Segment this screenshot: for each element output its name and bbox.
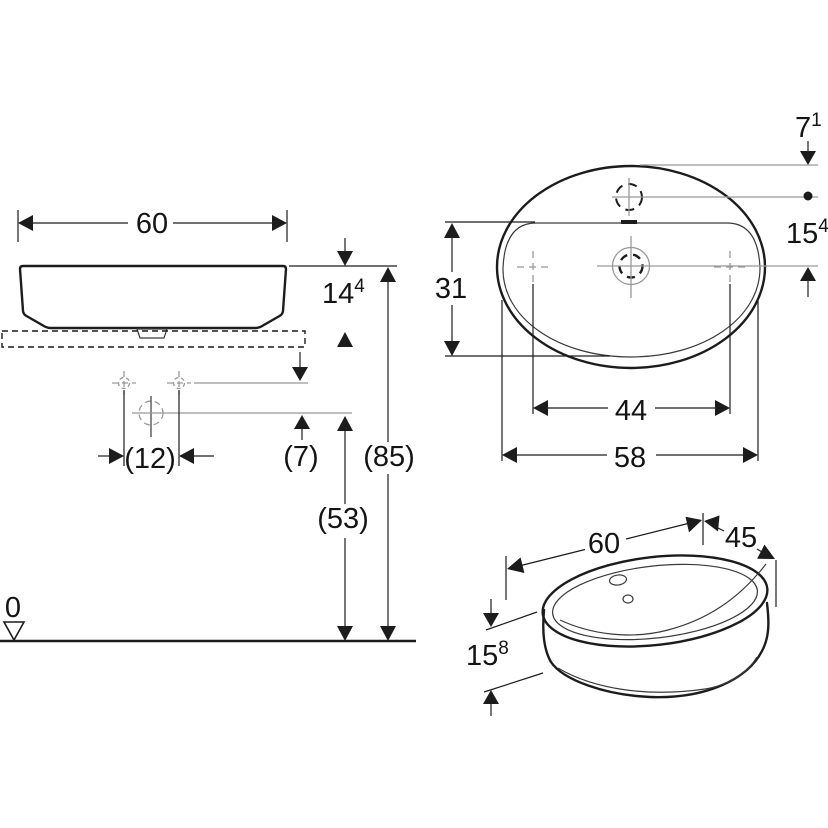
dim-basin-height: 144 <box>289 238 397 347</box>
arrow-down-icon <box>800 151 816 165</box>
arrow-left-icon <box>18 215 33 231</box>
dim-outlet-height: (53) <box>317 416 369 641</box>
basin-3d <box>541 554 770 699</box>
arrow-right-icon <box>272 215 287 231</box>
dim-tap-to-axis: 154 <box>786 216 828 297</box>
arrow-right-icon <box>715 400 730 416</box>
dim-plan-width: 58 <box>502 442 758 474</box>
arrow-up-icon <box>337 416 353 431</box>
datum-zero-label: 0 <box>5 592 21 624</box>
dim-label-side-hole-spacing: 44 <box>615 395 647 427</box>
waste-drain <box>611 236 651 298</box>
fixing-hole-circle-icon <box>117 376 131 390</box>
arrow-down-icon <box>337 251 353 266</box>
dim-label-basin-height: 144 <box>322 276 365 310</box>
arrow-down-icon <box>483 613 499 627</box>
dim-iso-width: 60 <box>505 513 704 600</box>
arrow-down-icon <box>444 341 460 356</box>
installation-elevation: (12) (7) (85) (53) 0 <box>0 267 416 643</box>
dim-label-iso-depth: 45 <box>725 522 757 554</box>
basin-3d-body <box>542 601 770 699</box>
dim-rear-to-tap: 71 <box>597 110 822 267</box>
basin-3d-interior-sweep <box>559 563 767 636</box>
dim-label-tap-to-axis: 154 <box>786 216 828 250</box>
front-view: 60 144 <box>1 208 397 348</box>
drain-outlet <box>136 328 168 339</box>
plan-view: 31 44 58 71 <box>435 110 828 474</box>
dim-iso-depth: 45 <box>704 515 777 607</box>
arrow-down-icon <box>292 367 308 381</box>
basin-inner-rim <box>502 222 761 358</box>
dim-bowl-depth: 31 <box>435 221 610 357</box>
dim-rim-height: (85) <box>363 267 415 641</box>
dim-label-front-width: 60 <box>136 208 168 240</box>
dim-label-hole-offset: (7) <box>283 441 318 473</box>
iso-view: 60 45 158 <box>466 513 777 716</box>
dim-hole-offset: (7) <box>283 352 319 473</box>
arrow-down-icon <box>380 626 396 641</box>
dim-label-iso-height: 158 <box>466 638 509 672</box>
arrow-right-icon <box>109 448 124 464</box>
tap-hole-3d-icon <box>608 574 628 586</box>
side-hole-right <box>714 251 746 283</box>
arrow-right-icon <box>685 516 702 533</box>
dim-label-iso-width: 60 <box>588 528 620 560</box>
arrow-up-icon <box>800 267 816 281</box>
arrow-upleft-icon <box>704 515 720 532</box>
arrow-right-icon <box>743 447 758 463</box>
arrow-left-icon <box>533 400 548 416</box>
arrow-up-icon <box>380 267 396 282</box>
basin-3d-foot-line <box>557 656 758 693</box>
dim-front-width: 60 <box>17 208 288 242</box>
dim-label-outlet-height: (53) <box>317 503 369 535</box>
arrow-up-icon <box>294 415 310 429</box>
side-hole-left <box>517 251 549 283</box>
datum-zero: 0 <box>2 592 26 642</box>
dim-label-rear-to-tap: 71 <box>795 110 822 144</box>
dim-label-plan-width: 58 <box>614 442 646 474</box>
arrow-up-icon <box>337 332 353 347</box>
basin-front-outline <box>18 264 288 330</box>
dim-iso-height: 158 <box>466 599 544 716</box>
dimension-dot-icon <box>803 191 813 201</box>
basin-3d-rim <box>541 554 769 648</box>
datum-triangle-icon <box>2 621 26 642</box>
arrow-left-icon <box>507 557 525 573</box>
arrow-downright-icon <box>757 544 775 559</box>
arrow-left-icon <box>179 448 194 464</box>
dim-label-bowl-depth: 31 <box>435 273 467 305</box>
arrow-up-icon <box>483 690 499 704</box>
countertop-dashed <box>1 330 306 348</box>
arrow-left-icon <box>502 447 517 463</box>
fixing-hole-circle-icon <box>172 376 186 390</box>
basin-3d-inner-rim <box>551 563 759 641</box>
arrow-up-icon <box>444 223 460 238</box>
dim-label-hole-spacing: (12) <box>124 443 176 475</box>
dim-side-hole-spacing: 44 <box>533 395 730 427</box>
basin-rim-ellipse <box>495 164 767 370</box>
dim-hole-spacing: (12) <box>98 443 214 475</box>
dim-label-rim-height: (85) <box>363 441 415 473</box>
waste-outlet <box>138 396 164 437</box>
arrow-down-icon <box>337 626 353 641</box>
overflow-hole-3d-icon <box>622 594 634 604</box>
